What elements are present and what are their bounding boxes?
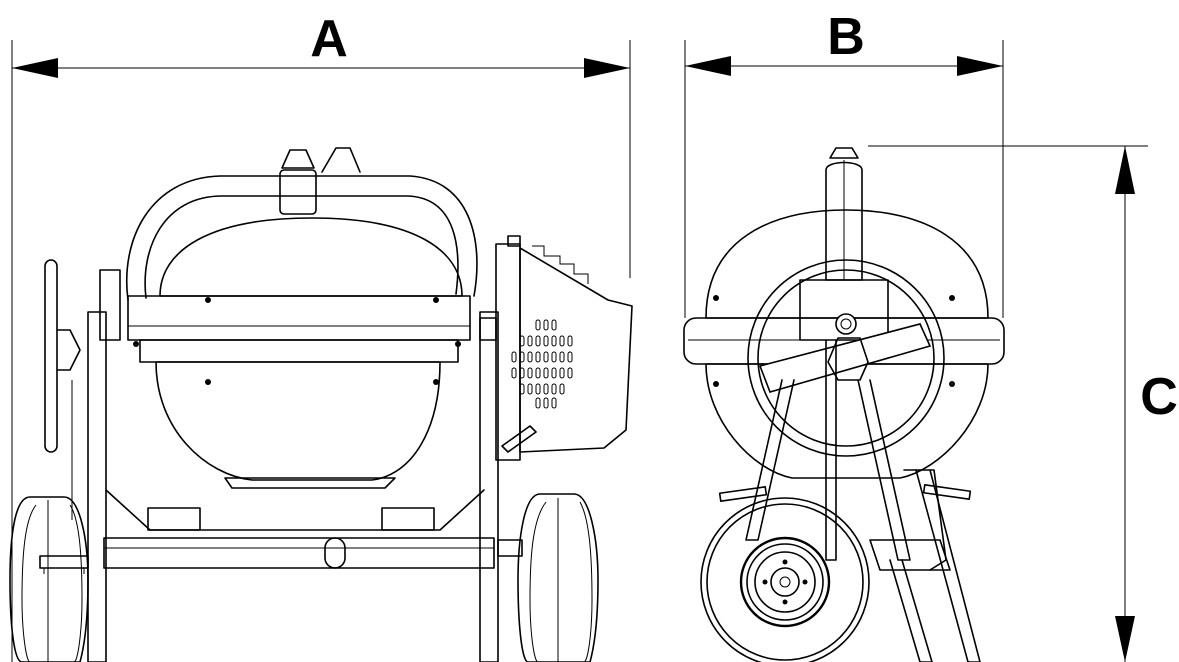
front-vent-slots [511,319,573,409]
front-left-wheel [9,496,89,662]
side-wheel [700,497,870,662]
dimension-c-label: C [1140,368,1178,426]
dimension-c-top-arrow [1115,146,1135,194]
front-handle-bar [126,147,478,301]
dimension-a-left-arrow [12,58,58,78]
front-motor-housing [479,235,633,461]
dimension-c: C [868,145,1178,662]
side-handwheel [747,259,945,457]
front-view [9,147,633,662]
front-switch-lever [501,425,537,453]
dimension-a: A [11,10,631,662]
side-frame [718,339,981,662]
front-right-wheel [517,493,599,662]
dimension-c-bottom-arrow [1115,616,1135,662]
dimension-a-right-arrow [584,58,630,78]
dimension-b: B [684,8,1004,318]
dimension-b-label: B [827,8,865,66]
side-handle-arm [799,147,889,341]
dimension-b-right-arrow [957,56,1003,76]
dimension-a-label: A [310,10,348,68]
side-view [683,147,1005,662]
front-handwheel [44,259,81,520]
front-frame [39,269,523,662]
front-drum [127,217,471,489]
dimension-b-left-arrow [685,56,731,76]
